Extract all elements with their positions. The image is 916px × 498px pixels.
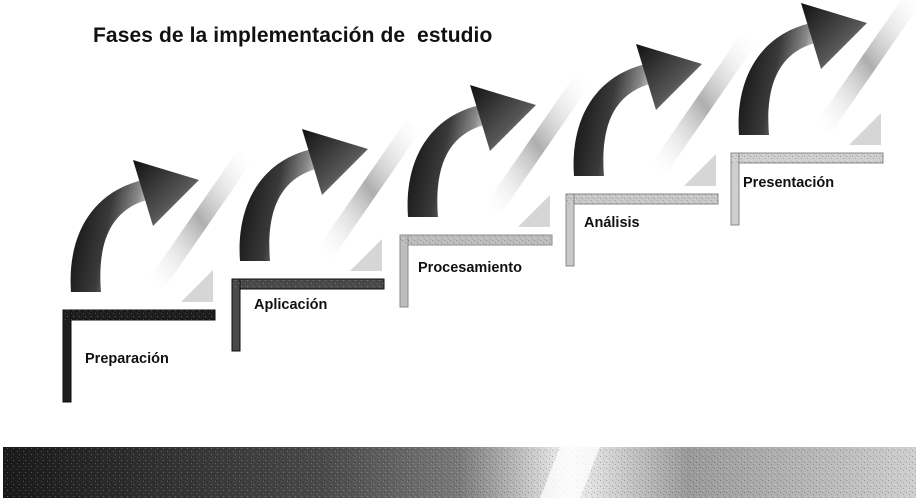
phase-label: Aplicación — [254, 297, 327, 313]
light-streak — [816, 0, 916, 133]
arrow-head-icon — [133, 160, 199, 226]
step-riser — [730, 152, 740, 226]
phase-label: Presentación — [743, 175, 834, 191]
phase-label: Preparación — [85, 351, 169, 367]
phase-step: Procesamiento — [399, 75, 590, 308]
phase-label: Análisis — [584, 215, 640, 231]
step-shine — [181, 270, 213, 302]
step-riser — [231, 278, 241, 352]
step-riser — [565, 193, 575, 267]
phase-step: Análisis — [565, 34, 756, 267]
curved-arrow-shaft — [239, 149, 316, 261]
step-shine — [350, 239, 382, 271]
arrow-head-icon — [302, 129, 368, 195]
step-riser — [399, 234, 409, 308]
light-streak — [317, 119, 422, 259]
step-texture — [232, 279, 384, 289]
curved-arrow-shaft — [573, 64, 650, 176]
bottom-band-highlight — [540, 447, 600, 498]
light-streak — [148, 150, 253, 290]
step-riser — [62, 309, 72, 403]
light-streak — [651, 34, 756, 174]
curved-arrow-shaft — [70, 180, 147, 292]
step-shine — [518, 195, 550, 227]
arrow-head-icon — [636, 44, 702, 110]
light-streak — [485, 75, 590, 215]
step-texture — [731, 153, 883, 163]
phase-step: Aplicación — [231, 119, 422, 352]
step-texture — [566, 194, 718, 204]
step-shine — [849, 113, 881, 145]
step-shine — [684, 154, 716, 186]
arrow-head-icon — [470, 85, 536, 151]
curved-arrow-shaft — [738, 23, 815, 135]
diagram-title: Fases de la implementación de estudio — [93, 24, 493, 47]
arrow-head-icon — [801, 3, 867, 69]
step-texture — [63, 310, 215, 320]
bottom-band-texture — [3, 447, 916, 498]
phase-step: Preparación — [62, 150, 253, 403]
phase-step: Presentación — [730, 0, 916, 226]
phase-label: Procesamiento — [418, 260, 522, 276]
step-texture — [400, 235, 552, 245]
curved-arrow-shaft — [407, 105, 484, 217]
